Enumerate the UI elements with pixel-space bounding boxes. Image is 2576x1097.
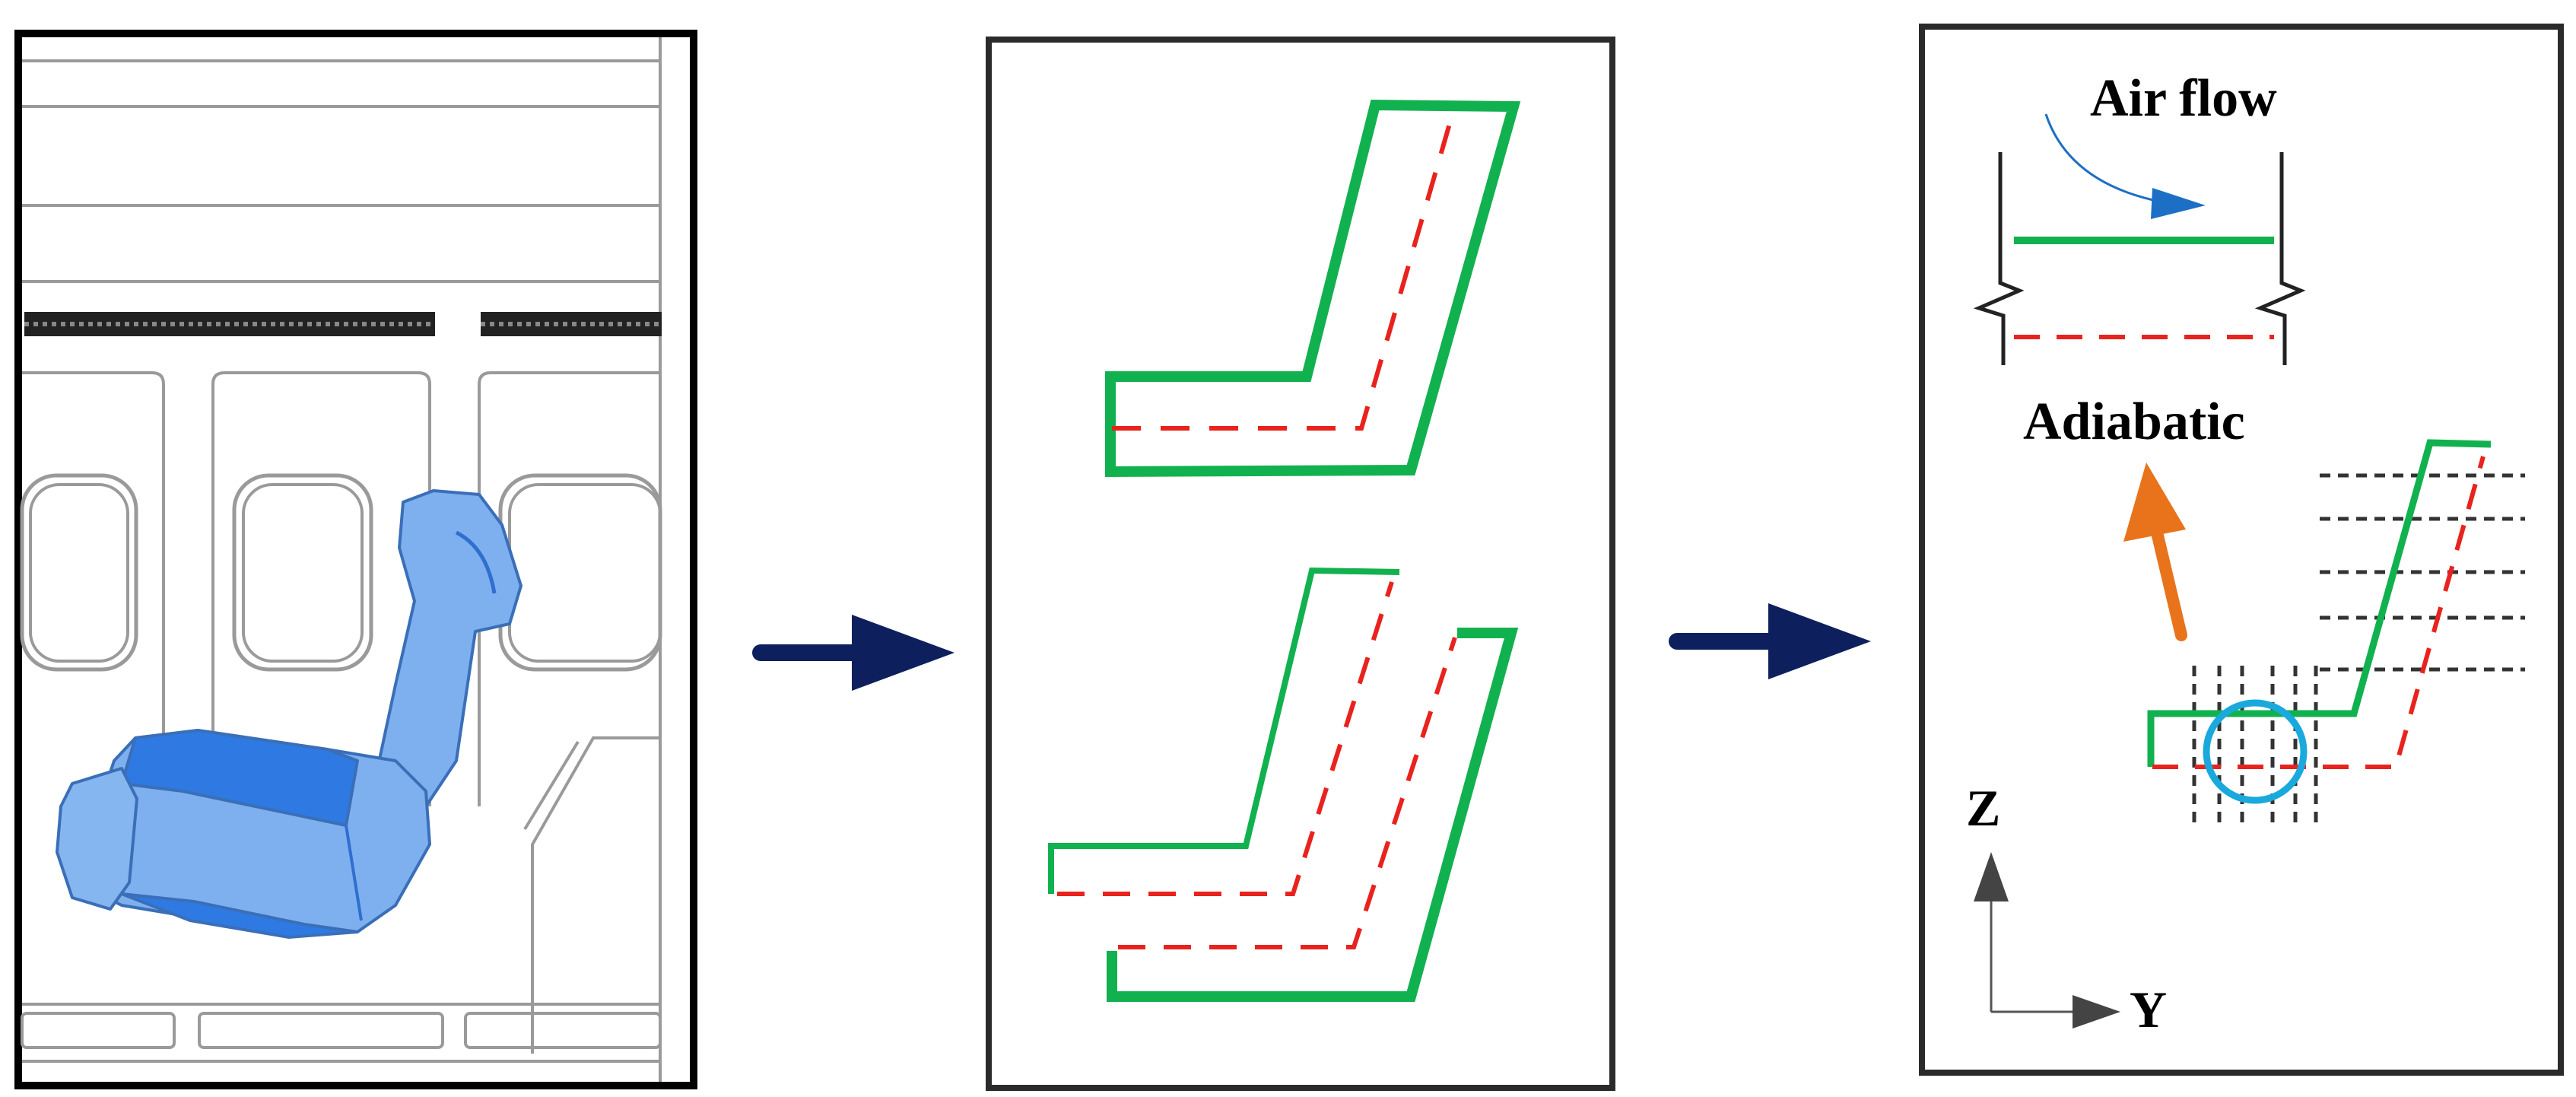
- passenger-seat: [56, 489, 523, 939]
- panel-seat-models: [986, 37, 1615, 1091]
- seat-profile-mesh: [2147, 439, 2492, 804]
- seat-model-single: [1105, 99, 1521, 478]
- flow-arrow-icon: [752, 615, 954, 691]
- mesh-grid: [2192, 473, 2525, 829]
- adiabatic-label: Adiabatic: [2023, 393, 2245, 451]
- seat-armrest: [56, 767, 138, 911]
- flow-curve: [2044, 113, 2161, 203]
- coordinate-axes: Z Y: [1966, 779, 2167, 1038]
- seat-model-double: [1048, 567, 1519, 1002]
- air-flow-label: Air flow: [2090, 69, 2277, 128]
- panel-2-frame: [986, 37, 1615, 1091]
- axis-z-label: Z: [1966, 779, 2000, 837]
- y-axis-arrow-icon: [2073, 995, 2120, 1029]
- flow-arrow-head: [2151, 188, 2206, 219]
- flow-arrow-icon: [1669, 603, 1871, 679]
- panel-cabin-seat: [14, 30, 697, 1089]
- airflow-inset: Air flow Adiabatic: [1973, 69, 2306, 451]
- z-axis-arrow-icon: [1974, 852, 2009, 901]
- seat-backrest: [364, 489, 523, 823]
- cabin-background: [20, 37, 662, 1082]
- panel-boundary-mesh: Air flow Adiabatic: [1919, 24, 2564, 1076]
- axis-y-label: Y: [2130, 981, 2167, 1038]
- upward-arrow-icon: [2123, 463, 2187, 641]
- vent-strip: [24, 312, 662, 336]
- panel-3-frame: [1919, 24, 2564, 1076]
- detail-circle: [2203, 699, 2308, 804]
